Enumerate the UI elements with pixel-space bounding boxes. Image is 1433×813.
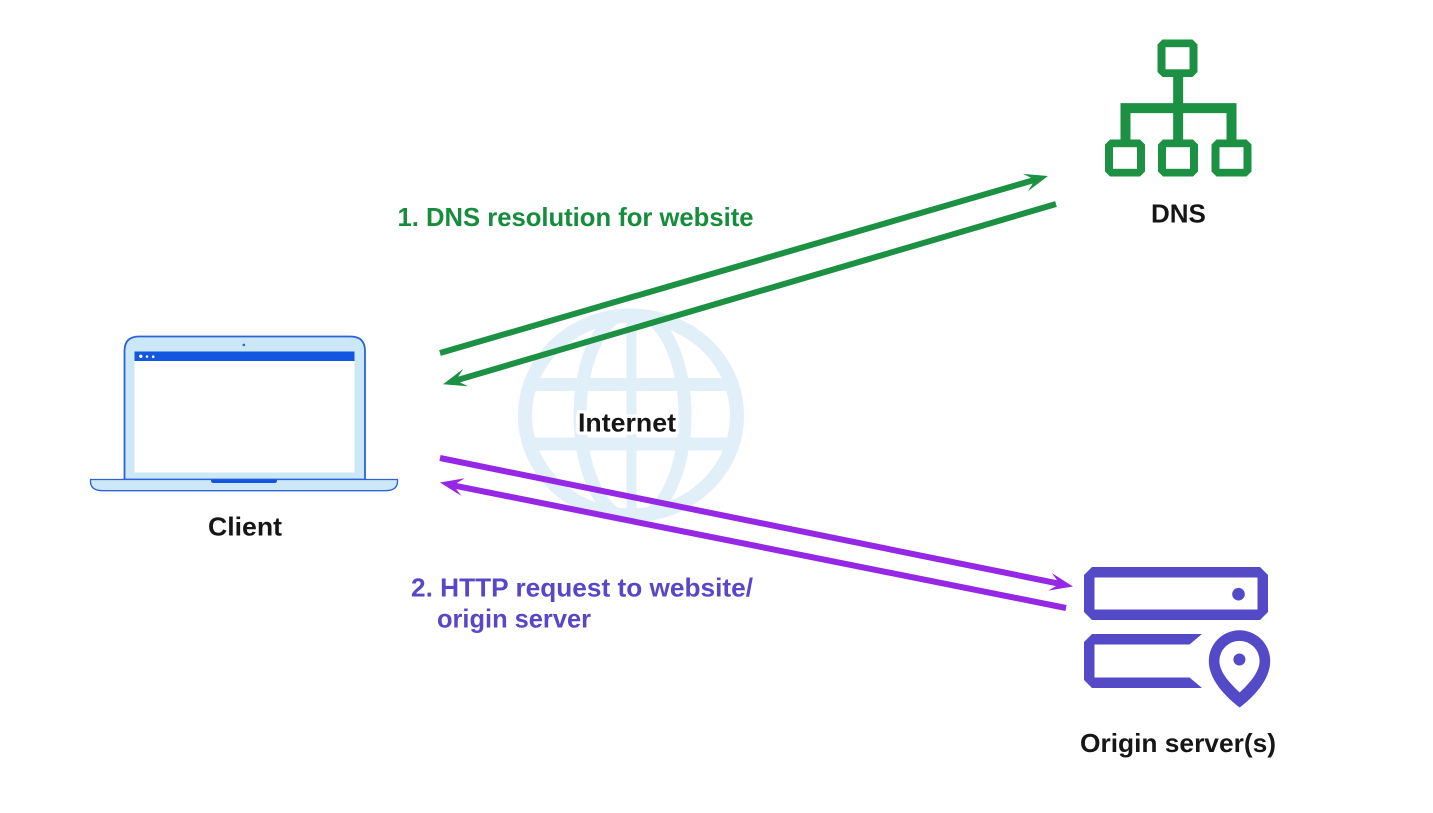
svg-text:Internet: Internet	[578, 407, 676, 437]
svg-text:Client: Client	[208, 512, 282, 542]
svg-text:Origin server(s): Origin server(s)	[1080, 728, 1276, 758]
svg-text:DNS: DNS	[1151, 198, 1206, 228]
svg-text:1. DNS resolution for website: 1. DNS resolution for website	[398, 202, 754, 232]
svg-text:origin server: origin server	[437, 604, 591, 634]
svg-text:2. HTTP request to website/: 2. HTTP request to website/	[411, 573, 753, 603]
